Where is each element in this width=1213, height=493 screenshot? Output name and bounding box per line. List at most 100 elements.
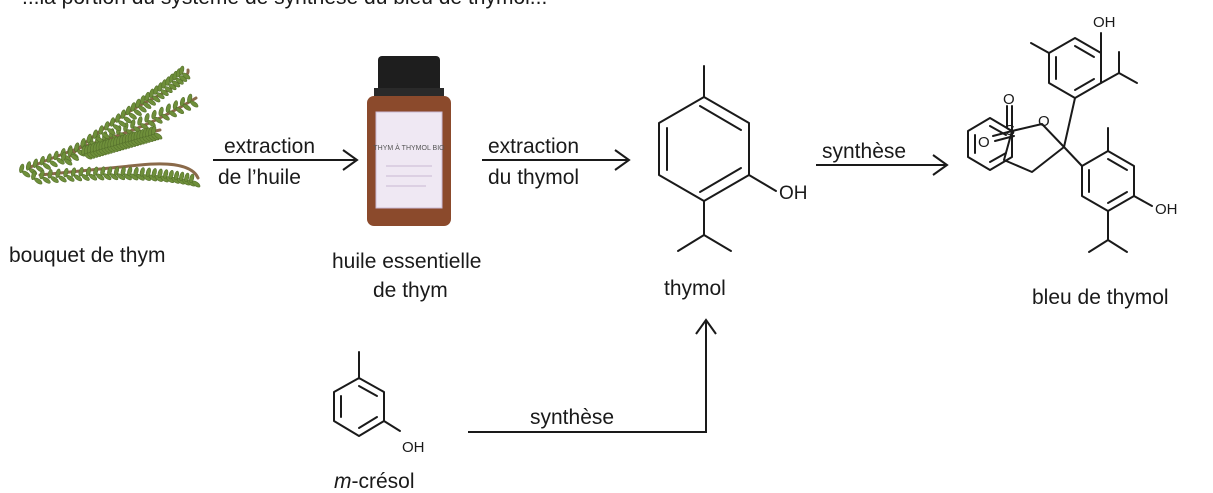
thyme-leaf bbox=[50, 176, 59, 183]
thyme-leaf bbox=[98, 125, 104, 135]
thyme-leaf bbox=[179, 65, 185, 76]
thyme-leaf bbox=[53, 150, 59, 161]
arrow-synthesis-thymol bbox=[468, 318, 717, 433]
thyme-leaf bbox=[192, 180, 201, 188]
thyme-leaf bbox=[157, 168, 163, 178]
thyme-leaf bbox=[49, 160, 58, 168]
thyme-leaf bbox=[86, 133, 92, 144]
thyme-leaf bbox=[25, 161, 32, 171]
thyme-leaf bbox=[165, 103, 171, 113]
thyme-leaf bbox=[139, 167, 145, 177]
thyme-leaf bbox=[85, 166, 92, 177]
thyme-leaf bbox=[118, 120, 127, 128]
thyme-leaf bbox=[70, 167, 77, 177]
thyme-leaf bbox=[67, 147, 73, 157]
thyme-leaf bbox=[74, 142, 80, 152]
thyme-leaf bbox=[140, 95, 146, 105]
cropped-top-text: ...la portion du système de synthèse du … bbox=[22, 0, 547, 10]
thyme-leaf bbox=[130, 102, 136, 112]
thyme-leaf bbox=[93, 166, 99, 176]
arrow2-label-bottom: du thymol bbox=[488, 166, 579, 189]
thyme-leaf bbox=[135, 98, 141, 109]
arrow1-label-bottom: de l’huile bbox=[218, 166, 301, 189]
thyme-leaf bbox=[168, 110, 177, 118]
thyme-leaf bbox=[31, 170, 37, 181]
thyme-leaf bbox=[144, 113, 150, 123]
thyme-leaf bbox=[107, 128, 116, 135]
thyme-leaf bbox=[80, 138, 86, 148]
thyme-leaf bbox=[120, 166, 126, 176]
thyme-leaf bbox=[63, 168, 69, 178]
thyme-leaf bbox=[120, 109, 126, 119]
thyme-leaf bbox=[151, 109, 157, 120]
thyme-bunch-label: bouquet de thym bbox=[9, 244, 165, 267]
thyme-leaf bbox=[175, 107, 185, 115]
thyme-leaf bbox=[179, 97, 186, 107]
thyme-leaf bbox=[115, 113, 121, 123]
arrow1-label-top: extraction bbox=[224, 135, 315, 158]
thyme-leaf bbox=[125, 105, 131, 116]
thymol-blue-oh-right: OH bbox=[1155, 201, 1178, 218]
thymol-blue-structure bbox=[967, 32, 1153, 253]
thymol-label: thymol bbox=[664, 277, 726, 300]
thyme-leaf bbox=[100, 166, 106, 176]
thyme-leaf bbox=[128, 112, 137, 120]
thyme-leaf bbox=[143, 102, 152, 109]
thyme-leaf bbox=[92, 129, 98, 139]
thyme-leaf bbox=[42, 176, 51, 184]
thyme-leaf bbox=[104, 121, 110, 131]
thyme-leaf bbox=[182, 72, 191, 80]
thyme-leaf bbox=[133, 166, 139, 177]
thyme-leaf bbox=[123, 116, 132, 124]
thymol-structure bbox=[658, 65, 777, 252]
thyme-leaf bbox=[172, 100, 178, 110]
thyme-leaf bbox=[42, 163, 51, 170]
thyme-leaf bbox=[138, 105, 147, 113]
thyme-leaf bbox=[156, 92, 165, 100]
thymol-blue-o-top: O bbox=[1003, 91, 1015, 108]
thyme-bunch-picture bbox=[19, 65, 201, 188]
thyme-leaf bbox=[171, 80, 181, 88]
thyme-leaf bbox=[70, 154, 79, 161]
thyme-leaf bbox=[154, 132, 163, 140]
thyme-leaf bbox=[66, 175, 75, 182]
thyme-leaf bbox=[173, 170, 180, 181]
thyme-leaf bbox=[168, 83, 177, 91]
arrow-synthesis-blue bbox=[816, 154, 949, 176]
oil-label-line2: de thym bbox=[373, 279, 448, 302]
thyme-leaf bbox=[34, 177, 43, 185]
thyme-leaf bbox=[190, 100, 199, 108]
m-cresol-structure bbox=[333, 351, 401, 437]
thymol-blue-label: bleu de thymol bbox=[1032, 286, 1169, 309]
thyme-leaf bbox=[73, 174, 83, 182]
thyme-leaf bbox=[161, 113, 170, 121]
thyme-leaf bbox=[19, 163, 25, 174]
arrow-extraction-oil bbox=[213, 149, 359, 171]
thyme-leaf bbox=[101, 132, 110, 140]
thyme-leaf bbox=[145, 167, 151, 177]
thyme-leaf bbox=[152, 95, 161, 103]
thyme-leaf bbox=[158, 106, 164, 117]
bottle-label-text: THYM À THYMOL BIO bbox=[373, 143, 445, 152]
thyme-leaf bbox=[55, 168, 61, 178]
thyme-leaf bbox=[113, 166, 120, 176]
thyme-leaf bbox=[144, 91, 150, 102]
thyme-leaf bbox=[187, 93, 193, 104]
arrow3-label: synthèse bbox=[822, 140, 906, 163]
thymol-blue-oh-top: OH bbox=[1093, 14, 1116, 31]
thyme-leaf bbox=[164, 86, 173, 94]
thyme-leaf bbox=[168, 170, 174, 180]
thyme-leaf bbox=[184, 172, 190, 183]
thyme-leaf bbox=[39, 156, 45, 166]
thyme-leaf bbox=[61, 151, 67, 162]
thyme-leaf bbox=[154, 116, 163, 124]
thyme-leaf bbox=[133, 109, 142, 116]
oil-label-line1: huile essentielle bbox=[332, 250, 481, 273]
thyme-leaf bbox=[78, 167, 84, 177]
arrow2-label-top: extraction bbox=[488, 135, 579, 158]
thyme-leaf bbox=[127, 166, 133, 176]
thyme-leaf bbox=[112, 124, 122, 132]
thyme-leaf bbox=[182, 104, 192, 111]
thyme-leaf bbox=[46, 153, 52, 163]
